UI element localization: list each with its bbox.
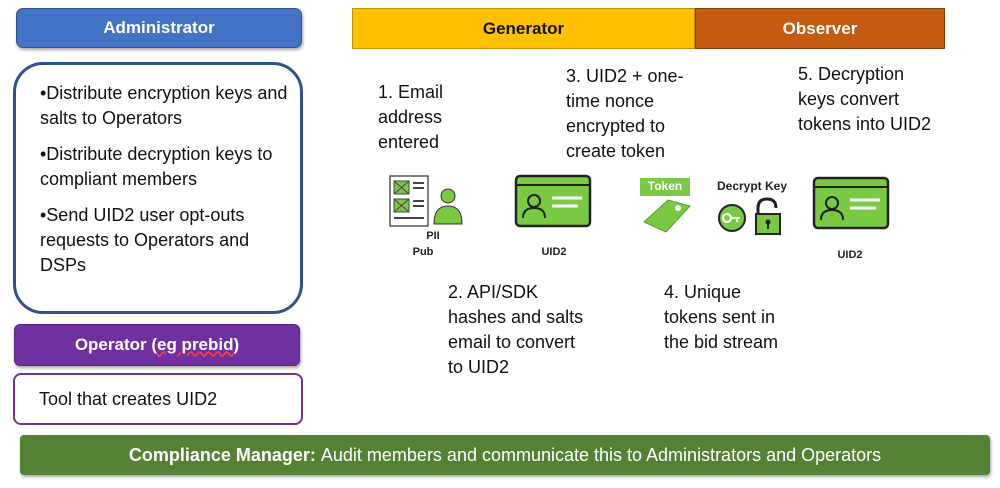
step-5-text: 5. Decryption keys convert tokens into U… [798, 64, 932, 134]
uid2-label-1: UID2 [541, 246, 567, 258]
operator-title-suffix: ) [233, 335, 240, 354]
uid2-label-2: UID2 [837, 249, 863, 261]
administrator-responsibilities-box: •Distribute encryption keys and salts to… [13, 62, 303, 314]
observer-header: Observer [695, 8, 945, 49]
pii-document-icon [388, 174, 472, 230]
pii-label: PII [426, 230, 440, 242]
step-1-text: 1. Email address entered [378, 82, 444, 152]
step-4-text: 4. Unique tokens sent in the bid stream [664, 282, 779, 352]
decrypt-key-lock-icon [716, 196, 786, 236]
compliance-manager-bar: Compliance Manager: Audit members and co… [20, 435, 990, 475]
operator-title-prefix: Operator ( [74, 335, 157, 354]
operator-description: Tool that creates UID2 [39, 388, 218, 409]
administrator-header: Administrator [16, 8, 302, 48]
admin-bullet-decryption: •Distribute decryption keys to compliant… [40, 144, 273, 189]
generator-header: Generator [352, 8, 695, 49]
operator-header: Operator (eg prebid) [14, 324, 300, 366]
compliance-manager-label: Compliance Manager: [128, 444, 316, 465]
operator-title-example: eg prebid [157, 335, 234, 354]
compliance-manager-text: Audit members and communicate this to Ad… [320, 444, 882, 465]
token-label: Token [647, 179, 683, 193]
token-icon [638, 176, 694, 234]
decrypt-key-label: Decrypt Key [716, 179, 788, 193]
step-2-text: 2. API/SDK hashes and salts email to con… [448, 282, 584, 377]
uid2-card-icon-observer [812, 176, 890, 230]
uid2-card-icon [514, 174, 592, 228]
admin-bullet-opt-outs: •Send UID2 user opt-outs requests to Ope… [40, 205, 250, 275]
operator-description-box: Tool that creates UID2 [13, 373, 303, 425]
step-3-text: 3. UID2 + one-time nonce encrypted to cr… [566, 66, 684, 161]
admin-bullet-encryption: •Distribute encryption keys and salts to… [40, 83, 288, 128]
pub-label: Pub [412, 246, 434, 258]
